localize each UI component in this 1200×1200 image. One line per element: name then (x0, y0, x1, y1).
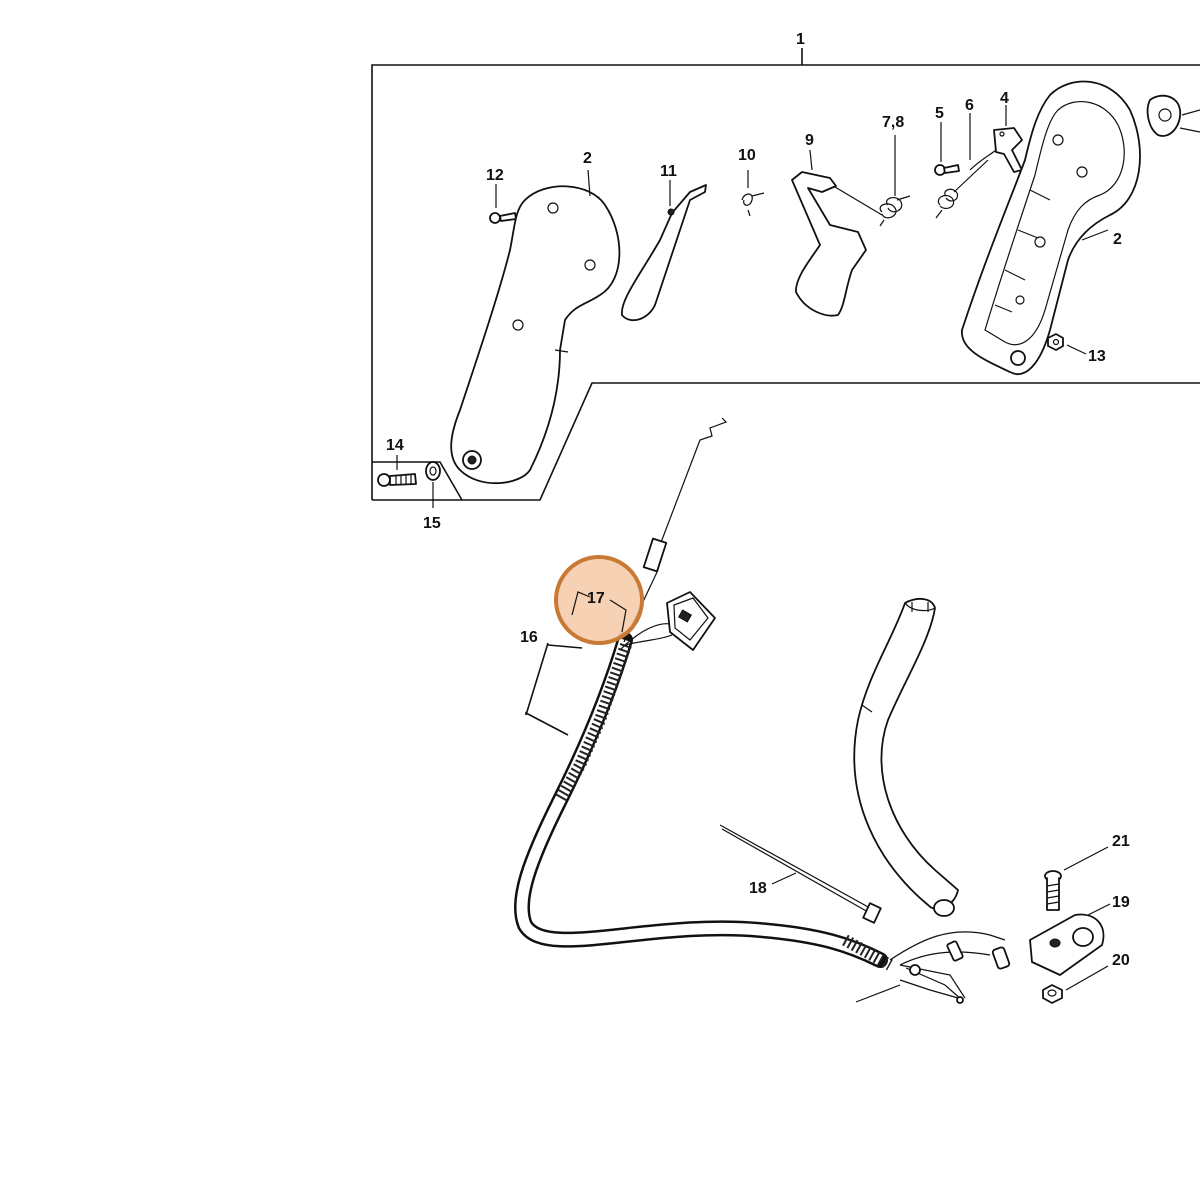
label-part-6: 6 (965, 97, 974, 114)
label-part-5: 5 (935, 105, 944, 122)
label-part-19: 19 (1112, 894, 1130, 911)
label-part-20: 20 (1112, 952, 1130, 969)
label-part-10: 10 (738, 147, 756, 164)
part-6-spring[interactable] (935, 113, 989, 219)
label-part-2-right: 2 (1113, 231, 1122, 248)
label-part-7-8: 7,8 (882, 114, 904, 131)
label-part-11: 11 (660, 163, 677, 180)
part-15-washer[interactable] (425, 461, 441, 508)
label-part-15: 15 (423, 515, 441, 532)
label-part-16: 16 (520, 629, 538, 646)
part-11-lever[interactable] (621, 180, 707, 322)
label-part-18: 18 (749, 880, 767, 897)
label-part-4: 4 (1000, 90, 1009, 107)
part-7-8-spring[interactable] (879, 135, 911, 227)
part-9-trigger[interactable] (791, 149, 883, 317)
part-2-handle-shell-left[interactable] (450, 169, 621, 485)
part-10-spring[interactable] (741, 170, 765, 217)
assembly-1-bracket (371, 48, 1200, 501)
part-16-leader (525, 642, 583, 736)
part-16-throttle-cable[interactable] (514, 417, 1011, 1004)
part-20-nut[interactable] (1042, 965, 1109, 1004)
label-part-12: 12 (486, 167, 504, 184)
part-labels: 1 2 11 10 9 7,8 5 6 4 12 2 13 14 15 17 1… (386, 31, 1130, 969)
part-18-cable-clip[interactable] (719, 824, 882, 924)
label-part-2-left: 2 (583, 150, 592, 167)
loop-handle-tube[interactable] (853, 597, 959, 917)
part-17-stop-switch[interactable] (666, 591, 716, 651)
part-2-handle-shell-right[interactable] (961, 80, 1200, 375)
label-part-1: 1 (796, 31, 805, 48)
label-part-17: 17 (587, 590, 605, 607)
label-part-9: 9 (805, 132, 814, 149)
label-part-13: 13 (1088, 348, 1106, 365)
part-13-nut[interactable] (1047, 333, 1087, 355)
label-part-21: 21 (1112, 833, 1130, 850)
part-21-screw[interactable] (1044, 846, 1109, 911)
highlight-part-17 (554, 555, 644, 645)
label-part-14: 14 (386, 437, 404, 454)
part-5-screw[interactable] (934, 122, 960, 176)
part-12-screw[interactable] (489, 184, 517, 224)
part-19-clamp[interactable] (1029, 903, 1111, 976)
part-4-contact-spring[interactable] (969, 105, 1023, 173)
part-14-screw[interactable] (377, 455, 417, 487)
